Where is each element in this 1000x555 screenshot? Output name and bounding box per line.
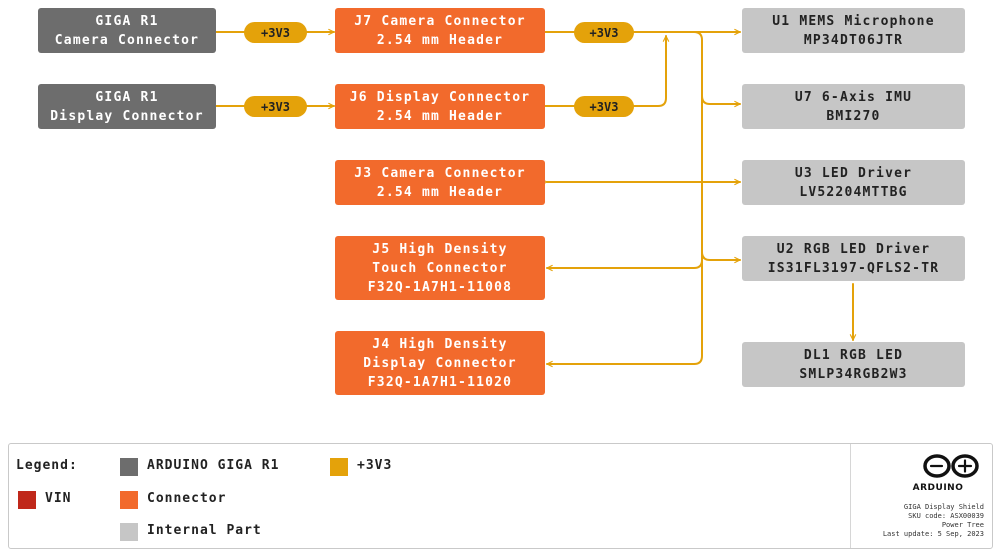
legend-label-giga: ARDUINO GIGA R1 (147, 458, 280, 473)
wire-j6-to-bus (544, 35, 666, 107)
giga-camera-connector: GIGA R1 Camera Connector (38, 8, 216, 53)
footer-doc: Power Tree (941, 521, 984, 529)
connector-j6: J6 Display Connector 2.54 mm Header (335, 84, 545, 129)
rail-label-3v3: +3V3 (244, 96, 307, 117)
arduino-logo-icon (923, 454, 979, 478)
part-u3: U3 LED Driver LV52204MTTBG (742, 160, 965, 205)
legend-label-vin: VIN (45, 491, 72, 506)
block-line: U3 LED Driver (794, 165, 913, 181)
block-line: J3 Camera Connector (354, 165, 526, 181)
block-line: J6 Display Connector (349, 89, 531, 105)
legend-swatch-3v3 (330, 458, 348, 476)
block-line: Camera Connector (54, 32, 200, 48)
block-line: J5 High Density (372, 241, 508, 257)
block-line: Touch Connector (372, 260, 508, 276)
arduino-brand-text: ARDUINO (912, 483, 964, 493)
block-line: F32Q-1A7H1-11008 (367, 279, 513, 295)
block-line: 2.54 mm Header (376, 108, 504, 124)
block-line: F32Q-1A7H1-11020 (367, 374, 513, 390)
block-line: J4 High Density (372, 336, 508, 352)
block-line: U1 MEMS Microphone (772, 13, 935, 29)
legend-title: Legend: (16, 458, 78, 473)
block-line: SMLP34RGB2W3 (799, 366, 908, 382)
block-line: MP34DT06JTR (803, 32, 904, 48)
rail-label-3v3: +3V3 (574, 22, 634, 43)
legend-swatch-connector (120, 491, 138, 509)
block-line: 2.54 mm Header (376, 32, 504, 48)
block-line: U7 6-Axis IMU (794, 89, 913, 105)
part-u1: U1 MEMS Microphone MP34DT06JTR (742, 8, 965, 53)
legend-label-internal-part: Internal Part (147, 523, 262, 538)
footer-updated: Last update: 5 Sep, 2023 (882, 530, 984, 538)
connector-j4: J4 High Density Display Connector F32Q-1… (335, 331, 545, 395)
wire-bus-to-u2 (701, 251, 741, 260)
footer-sku: SKU code: ASX00039 (908, 512, 984, 520)
part-dl1: DL1 RGB LED SMLP34RGB2W3 (742, 342, 965, 387)
legend-swatch-vin (18, 491, 36, 509)
block-line: BMI270 (826, 108, 881, 124)
block-line: IS31FL3197-QFLS2-TR (767, 260, 940, 276)
wire-bus-to-j5 (546, 259, 703, 268)
legend-swatch-internal-part (120, 523, 138, 541)
giga-display-connector: GIGA R1 Display Connector (38, 84, 216, 129)
legend-label-connector: Connector (147, 491, 227, 506)
rail-label-3v3: +3V3 (244, 22, 307, 43)
connector-j5: J5 High Density Touch Connector F32Q-1A7… (335, 236, 545, 300)
block-line: Display Connector (50, 108, 204, 124)
legend (8, 443, 993, 549)
block-line: 2.54 mm Header (376, 184, 504, 200)
block-line: GIGA R1 (95, 89, 159, 105)
footer-product: GIGA Display Shield (903, 503, 984, 511)
legend-divider (850, 444, 851, 548)
block-line: J7 Camera Connector (354, 13, 526, 29)
part-u7: U7 6-Axis IMU BMI270 (742, 84, 965, 129)
block-line: U2 RGB LED Driver (776, 241, 931, 257)
wire-bus-vertical (693, 31, 703, 365)
legend-label-3v3: +3V3 (357, 458, 393, 473)
block-line: GIGA R1 (95, 13, 159, 29)
block-line: Display Connector (363, 355, 517, 371)
connector-j7: J7 Camera Connector 2.54 mm Header (335, 8, 545, 53)
part-u2: U2 RGB LED Driver IS31FL3197-QFLS2-TR (742, 236, 965, 281)
connector-j3: J3 Camera Connector 2.54 mm Header (335, 160, 545, 205)
wire-bus-to-u7 (701, 95, 741, 104)
legend-swatch-giga (120, 458, 138, 476)
rail-label-3v3: +3V3 (574, 96, 634, 117)
block-line: LV52204MTTBG (799, 184, 908, 200)
block-line: DL1 RGB LED (803, 347, 904, 363)
